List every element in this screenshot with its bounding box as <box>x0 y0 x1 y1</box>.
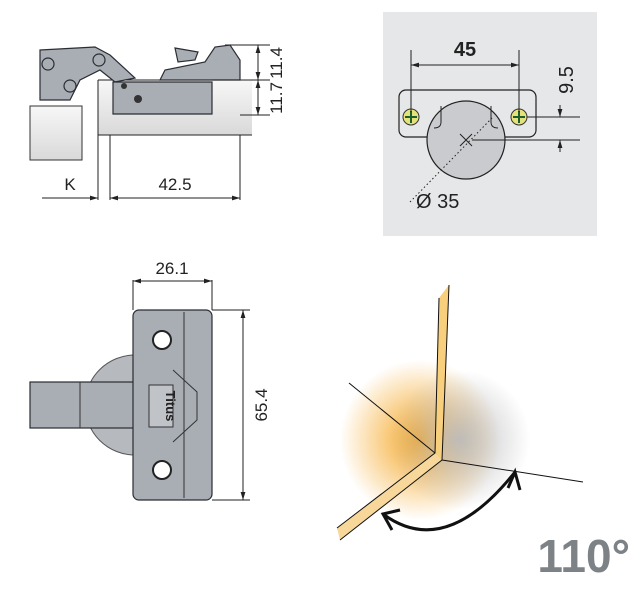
screw-icon <box>510 108 528 126</box>
angle-label: 110° <box>537 530 630 582</box>
screw-hole <box>152 330 172 350</box>
door-panel <box>29 105 83 161</box>
opening-angle-illustration: 110° <box>336 284 630 582</box>
dim-spacing-label: 45 <box>454 39 476 61</box>
hinge-cup <box>112 81 213 115</box>
dim-height-label: 65.4 <box>252 388 271 421</box>
dim-offset-label: 9.5 <box>556 66 578 94</box>
top-view: Titus 26.1 65.4 <box>29 259 271 501</box>
brand-label: Titus <box>163 391 178 422</box>
hinge-arm <box>29 381 136 429</box>
side-view: K 42.5 11.4 11.7 <box>29 44 286 201</box>
brand-badge <box>148 384 174 428</box>
screw-hole <box>152 460 172 480</box>
dim-k-label: K <box>64 175 76 194</box>
dim-cup-label: Ø 35 <box>416 191 459 213</box>
dim-depth-label: 42.5 <box>158 175 191 194</box>
dim-width-label: 26.1 <box>155 259 188 278</box>
angle-arrow <box>382 471 517 532</box>
drilling-pattern: 45 9.5 Ø 35 <box>383 12 597 236</box>
dim-lower-label: 11.7 <box>267 82 286 114</box>
dim-upper-label: 11.4 <box>267 47 286 79</box>
